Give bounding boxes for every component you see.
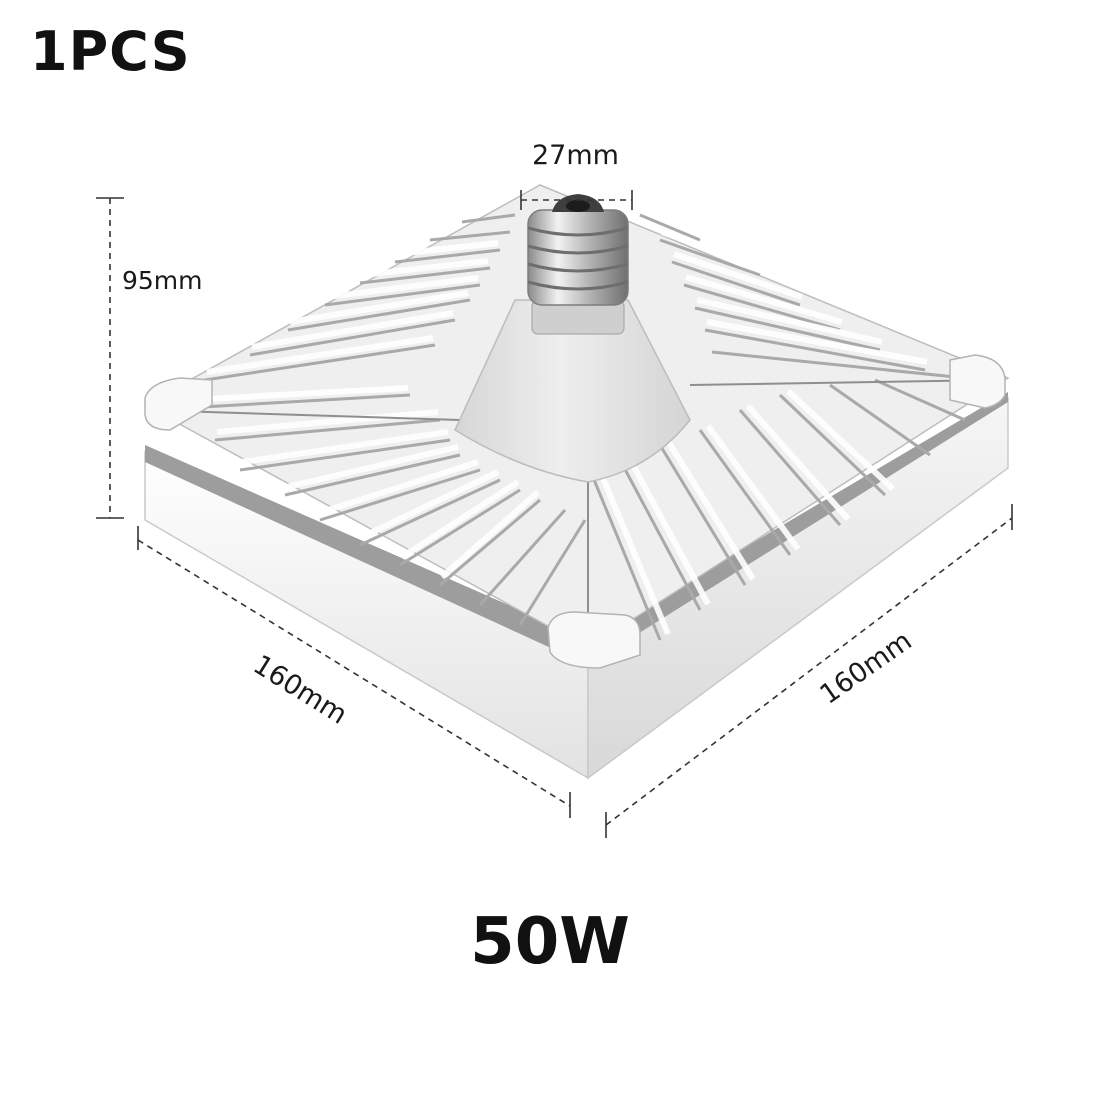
screw-socket [527,194,629,335]
quantity-label: 1PCS [30,20,191,83]
socket-dimension-label: 27mm [532,140,619,171]
fins-front-left [214,418,587,626]
corner-pad-left [144,377,213,431]
power-label: 50W [470,905,630,979]
fins-right [639,213,966,380]
corner-pad-right [949,354,1006,409]
height-dimension-label: 95mm [122,266,203,295]
lamp-cone [454,299,691,483]
dimension-lines [96,190,1013,838]
corner-pad-front [547,611,641,669]
fins-front-right [588,378,966,641]
fins-left [149,213,516,412]
housing-rim [145,392,1008,665]
